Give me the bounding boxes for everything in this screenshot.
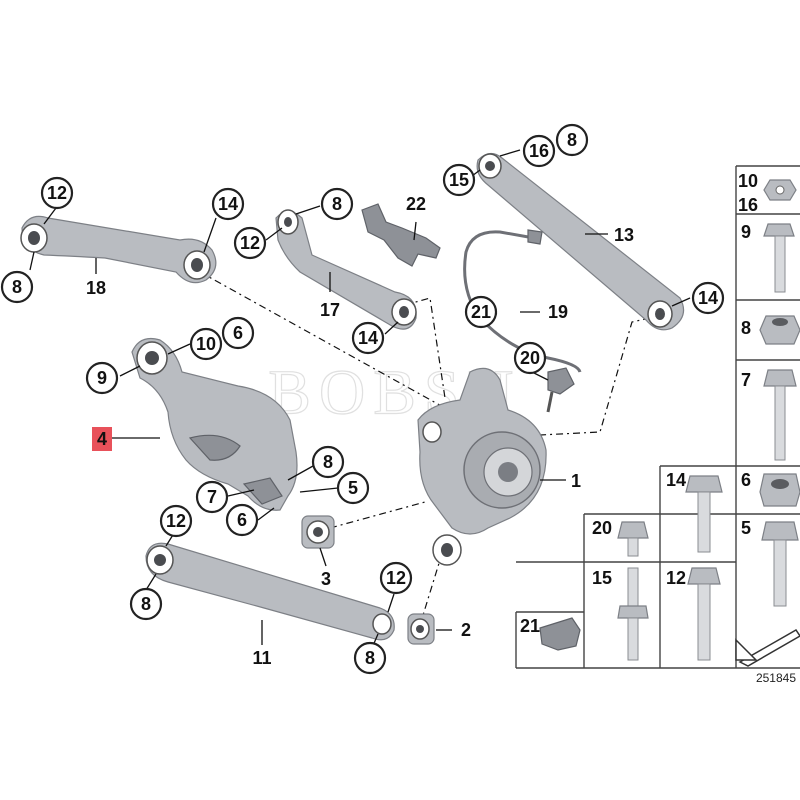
bolt-icon <box>687 567 721 661</box>
callout-15: 15 <box>442 163 476 197</box>
highlight-label-4: 4 <box>97 429 107 449</box>
highlight-box <box>92 427 112 451</box>
callout-6: 6 <box>225 503 259 537</box>
nut-icon <box>759 473 800 507</box>
svg-text:12: 12 <box>240 233 260 253</box>
svg-text:12: 12 <box>386 568 406 588</box>
label-17: 17 <box>320 300 340 320</box>
cell-label-7: 7 <box>741 370 751 390</box>
svg-text:8: 8 <box>567 130 577 150</box>
label-2: 2 <box>461 620 471 640</box>
callout-8: 8 <box>0 270 34 304</box>
callout-9: 9 <box>85 361 119 395</box>
callout-20: 20 <box>513 341 547 375</box>
label-1: 1 <box>571 471 581 491</box>
callout-16: 16 <box>522 134 556 168</box>
svg-text:16: 16 <box>529 141 549 161</box>
control-arm-13 <box>476 152 685 331</box>
label-11: 11 <box>252 648 271 668</box>
cell-label-9: 9 <box>741 222 751 242</box>
clip-icon <box>539 617 581 651</box>
cell-label-20: 20 <box>592 518 612 538</box>
callout-8: 8 <box>555 123 589 157</box>
callout-6: 6 <box>221 316 255 350</box>
control-arm-17 <box>275 209 417 330</box>
svg-text:20: 20 <box>520 348 540 368</box>
svg-text:15: 15 <box>449 170 469 190</box>
svg-text:8: 8 <box>332 194 342 214</box>
cell-label-15: 15 <box>592 568 612 588</box>
callout-5: 5 <box>336 471 370 505</box>
label-22: 22 <box>406 194 426 214</box>
callout-21: 21 <box>464 295 498 329</box>
svg-text:14: 14 <box>358 328 378 348</box>
svg-text:12: 12 <box>166 511 186 531</box>
callout-7: 7 <box>195 480 229 514</box>
sensor-20 <box>546 367 575 413</box>
callout-12: 12 <box>379 561 413 595</box>
bolt-icon <box>617 521 649 557</box>
bolt-icon <box>761 521 799 607</box>
arrow-icon <box>735 629 800 667</box>
cell-label-6: 6 <box>741 470 751 490</box>
callout-14: 14 <box>351 321 385 355</box>
cell-label-8: 8 <box>741 318 751 338</box>
wheel-carrier-1 <box>417 367 547 566</box>
bushing-2 <box>407 613 435 645</box>
svg-text:8: 8 <box>12 277 22 297</box>
callout-12: 12 <box>233 226 267 260</box>
bushing-3 <box>301 515 335 549</box>
cell-label-12: 12 <box>666 568 686 588</box>
svg-text:10: 10 <box>196 334 216 354</box>
stud-icon <box>617 567 649 661</box>
nut-icon <box>759 315 800 345</box>
svg-text:6: 6 <box>233 323 243 343</box>
fastener-table: 10 16 9 8 7 14 6 20 5 15 12 21 <box>515 165 800 685</box>
svg-text:5: 5 <box>348 478 358 498</box>
bolt-icon <box>763 223 795 293</box>
svg-text:6: 6 <box>237 510 247 530</box>
cell-label-14: 14 <box>666 470 686 490</box>
callout-8: 8 <box>320 187 354 221</box>
svg-text:8: 8 <box>323 452 333 472</box>
svg-text:8: 8 <box>141 594 151 614</box>
svg-text:21: 21 <box>471 302 491 322</box>
label-3: 3 <box>321 569 331 589</box>
svg-text:9: 9 <box>97 368 107 388</box>
svg-text:14: 14 <box>218 194 238 214</box>
callout-14: 14 <box>211 187 245 221</box>
trailing-arm-4 <box>131 337 298 511</box>
label-18: 18 <box>86 278 106 298</box>
control-arm-18 <box>20 215 217 284</box>
callout-14: 14 <box>691 281 725 315</box>
washer-icon <box>763 179 797 201</box>
callout-8: 8 <box>129 587 163 621</box>
reference-number: 251845 <box>756 671 796 685</box>
control-arm-11 <box>145 542 395 641</box>
svg-text:8: 8 <box>365 648 375 668</box>
callout-8: 8 <box>311 445 345 479</box>
svg-text:12: 12 <box>47 183 67 203</box>
callout-10: 10 <box>189 327 223 361</box>
bolt-icon <box>763 369 797 461</box>
bracket-22 <box>361 203 441 267</box>
callout-12: 12 <box>159 504 193 538</box>
callout-8: 8 <box>353 641 387 675</box>
svg-text:14: 14 <box>698 288 718 308</box>
svg-text:7: 7 <box>207 487 217 507</box>
cell-label-16: 16 <box>738 195 758 215</box>
cell-label-10: 10 <box>738 171 758 191</box>
cell-label-21: 21 <box>520 616 540 636</box>
label-13: 13 <box>614 225 634 245</box>
cell-label-5: 5 <box>741 518 751 538</box>
label-19: 19 <box>548 302 568 322</box>
callout-12: 12 <box>40 176 74 210</box>
leader-lines <box>29 149 691 649</box>
bolt-icon <box>685 475 723 553</box>
